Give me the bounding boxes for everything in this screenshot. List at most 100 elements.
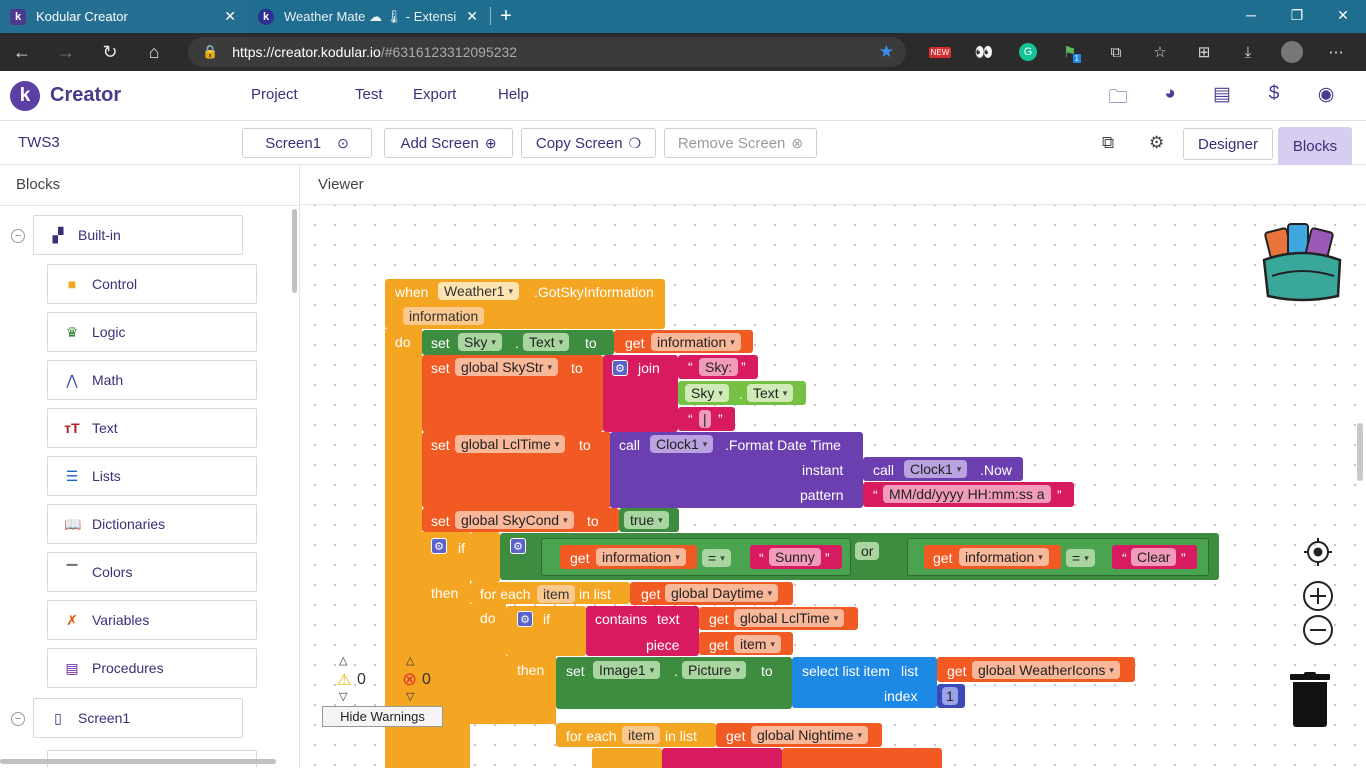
hide-warnings-button[interactable]: Hide Warnings — [322, 706, 443, 727]
remove-screen-button[interactable]: Remove Screen⊗ — [664, 128, 817, 158]
trash-icon[interactable] — [1290, 672, 1330, 727]
warnings-up-arrow[interactable]: △ — [339, 655, 348, 667]
string-value[interactable]: Sky: — [699, 358, 739, 376]
collapse-builtin-icon[interactable]: − — [11, 229, 25, 243]
set-sky-text-block[interactable] — [422, 330, 614, 355]
forward-icon[interactable]: → — [57, 41, 75, 62]
menu-export[interactable]: Export — [413, 86, 457, 103]
variable-dropdown[interactable]: global Nightime — [751, 726, 869, 744]
menu-test[interactable]: Test — [355, 86, 383, 103]
variable-dropdown[interactable]: global SkyCond — [455, 511, 574, 529]
close-window-icon[interactable]: ✕ — [1337, 6, 1349, 23]
errors-down-arrow[interactable]: ▽ — [406, 691, 415, 703]
tree-item-variables[interactable]: ✗Variables — [47, 600, 257, 640]
if-block[interactable] — [422, 532, 470, 768]
tree-item-math[interactable]: ⋀Math — [47, 360, 257, 400]
puzzle-icon[interactable]: ⧉ — [1110, 43, 1122, 61]
mutator-gear-icon[interactable]: ⚙ — [612, 360, 628, 376]
tree-item-dictionaries[interactable]: 📖Dictionaries — [47, 504, 257, 544]
recenter-icon[interactable] — [1303, 537, 1333, 567]
back-icon[interactable]: ← — [13, 41, 31, 62]
favorite-star-icon[interactable]: ★ — [878, 42, 894, 61]
property-dropdown[interactable]: Text — [747, 384, 794, 402]
component-dropdown[interactable]: Image1 — [593, 661, 661, 679]
property-dropdown[interactable]: Picture — [682, 661, 747, 679]
select-list-item-block[interactable] — [792, 657, 937, 708]
zoom-out-icon[interactable] — [1302, 614, 1334, 646]
account-icon[interactable]: ◉ — [1317, 84, 1335, 105]
variable-dropdown[interactable]: item — [734, 635, 781, 653]
string-value[interactable]: Clear — [1131, 548, 1177, 566]
loop-variable[interactable]: item — [537, 585, 576, 603]
event-param[interactable]: information — [403, 307, 485, 325]
zoom-in-icon[interactable] — [1302, 580, 1334, 612]
menu-help[interactable]: Help — [498, 86, 529, 103]
new-extension-icon[interactable]: NEW — [918, 33, 962, 71]
blocks-button[interactable]: Blocks — [1278, 127, 1352, 165]
tree-item-control[interactable]: ■Control — [47, 264, 257, 304]
dollar-icon[interactable]: $ — [1268, 83, 1280, 104]
tree-item-procedures[interactable]: ▤Procedures — [47, 648, 257, 688]
screenshot-icon[interactable]: ⧉ — [1102, 133, 1115, 152]
variable-dropdown[interactable]: global LclTime — [734, 609, 845, 627]
string-value[interactable]: Sunny — [769, 548, 821, 566]
string-value[interactable]: | — [699, 410, 711, 428]
nested-contains-block[interactable] — [662, 748, 782, 768]
project-folder-icon[interactable]: 🗀 — [1108, 87, 1128, 108]
component-dropdown[interactable]: Clock1 — [650, 435, 714, 453]
number-value[interactable]: 1 — [942, 687, 958, 705]
reload-icon[interactable]: ↻ — [102, 41, 118, 62]
vertical-scrollbar[interactable] — [292, 209, 297, 293]
component-dropdown[interactable]: Clock1 — [904, 460, 968, 478]
backpack-icon[interactable] — [1258, 216, 1348, 306]
variable-dropdown[interactable]: global SkyStr — [455, 358, 559, 376]
tree-item-colors[interactable]: ▔Colors — [47, 552, 257, 592]
component-dropdown[interactable]: Sky — [685, 384, 729, 402]
variable-dropdown[interactable]: information — [651, 333, 741, 351]
browser-tab-extensions[interactable]: k Weather Mate ☁ 🌡 - Extensions ✕ — [248, 0, 490, 33]
menu-project[interactable]: Project — [251, 86, 298, 103]
collapse-screen1-icon[interactable]: − — [11, 712, 25, 726]
boolean-dropdown[interactable]: true — [624, 511, 669, 529]
kodular-logo[interactable]: k — [10, 81, 40, 111]
nested-if-block[interactable] — [592, 748, 662, 768]
eyes-extension-icon[interactable]: 👀 — [974, 44, 994, 61]
errors-up-arrow[interactable]: △ — [406, 655, 415, 667]
tab-close-icon[interactable]: ✕ — [224, 8, 236, 24]
browser-tab-kodular[interactable]: k Kodular Creator ✕ — [0, 0, 248, 33]
nested-get-lcltime-block[interactable] — [782, 748, 942, 768]
copy-screen-button[interactable]: Copy Screen❍ — [521, 128, 656, 158]
documentation-icon[interactable]: ▤ — [1213, 84, 1231, 105]
favorites-icon[interactable]: ☆ — [1153, 44, 1167, 61]
designer-button[interactable]: Designer — [1183, 128, 1273, 160]
warnings-down-arrow[interactable]: ▽ — [339, 691, 348, 703]
collections-icon[interactable]: ⊞ — [1197, 44, 1211, 61]
contains-block[interactable] — [586, 606, 699, 656]
new-tab-icon[interactable]: + — [500, 5, 512, 27]
profile-avatar[interactable] — [1270, 33, 1314, 71]
minimize-icon[interactable]: ─ — [1246, 7, 1256, 23]
string-value[interactable]: MM/dd/yyyy HH:mm:ss a — [883, 485, 1051, 503]
tree-item-lists[interactable]: ☰Lists — [47, 456, 257, 496]
flag-extension-icon[interactable]: ⚑1 — [1063, 44, 1081, 63]
property-dropdown[interactable]: Text — [523, 333, 570, 351]
variable-dropdown[interactable]: information — [959, 548, 1049, 566]
variable-dropdown[interactable]: global Daytime — [665, 584, 779, 602]
variable-dropdown[interactable]: information — [596, 548, 686, 566]
lock-icon[interactable]: 🔒 — [202, 44, 219, 59]
loop-variable[interactable]: item — [622, 726, 661, 744]
tab-close-icon[interactable]: ✕ — [466, 8, 478, 24]
mutator-gear-icon[interactable]: ⚙ — [431, 538, 447, 554]
add-screen-button[interactable]: Add Screen⊕ — [384, 128, 513, 158]
tree-screen1[interactable]: ▯Screen1 — [33, 698, 243, 738]
component-dropdown[interactable]: Sky — [458, 333, 502, 351]
variable-dropdown[interactable]: global WeatherIcons — [972, 661, 1120, 679]
mutator-gear-icon[interactable]: ⚙ — [510, 538, 526, 554]
tree-item-logic[interactable]: ♛Logic — [47, 312, 257, 352]
brand-name[interactable]: Creator — [50, 84, 122, 106]
mutator-gear-icon[interactable]: ⚙ — [517, 611, 533, 627]
viewer-scrollbar[interactable] — [1357, 423, 1363, 481]
tree-builtin[interactable]: ▞Built-in — [33, 215, 243, 255]
home-icon[interactable]: ⌂ — [148, 41, 160, 62]
